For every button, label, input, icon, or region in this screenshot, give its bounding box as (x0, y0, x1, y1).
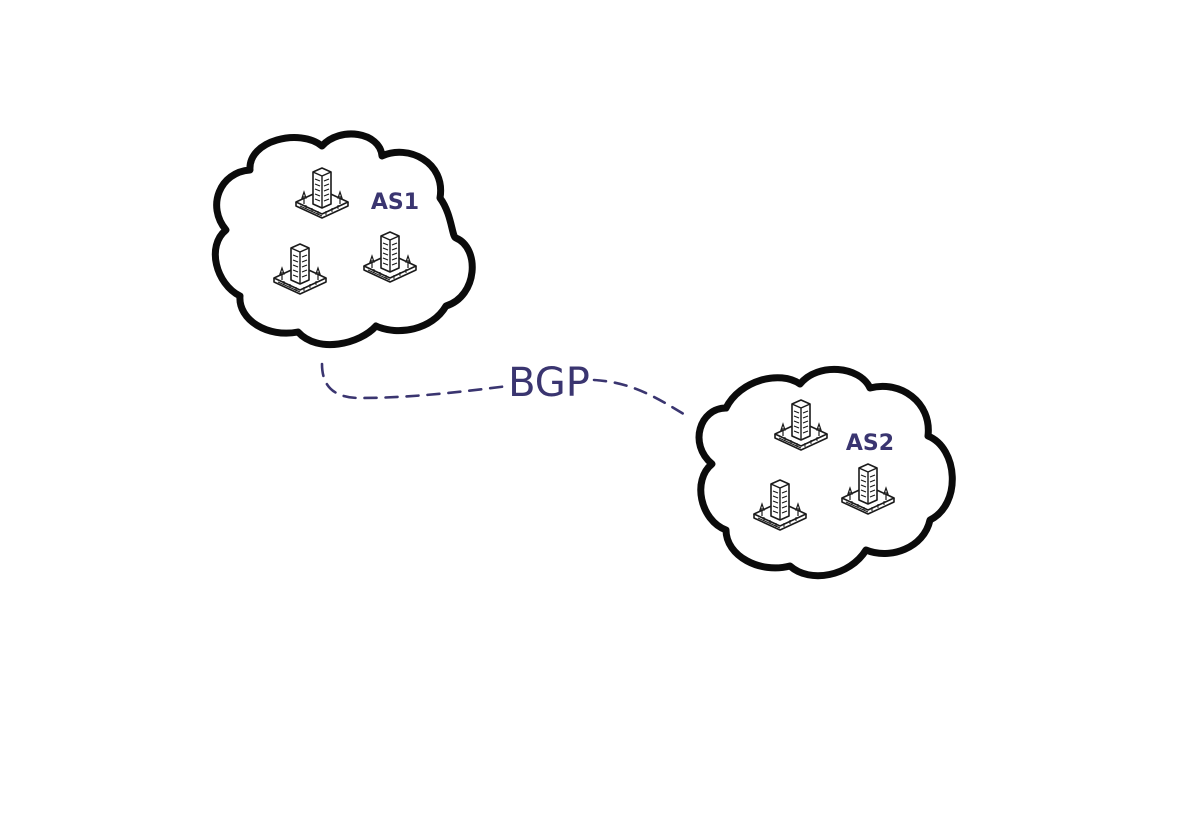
as1-network: AS1 (211, 130, 476, 349)
as1-label: AS1 (371, 190, 419, 215)
bgp-link-segment-left (320, 362, 510, 400)
cloud-icon (211, 130, 476, 349)
as2-network: AS2 (695, 366, 956, 580)
bgp-connection: BGP (320, 360, 692, 420)
bgp-label: BGP (508, 360, 590, 406)
cloud-icon (695, 366, 956, 580)
bgp-link-segment-right (592, 378, 692, 420)
as2-label: AS2 (846, 431, 894, 456)
